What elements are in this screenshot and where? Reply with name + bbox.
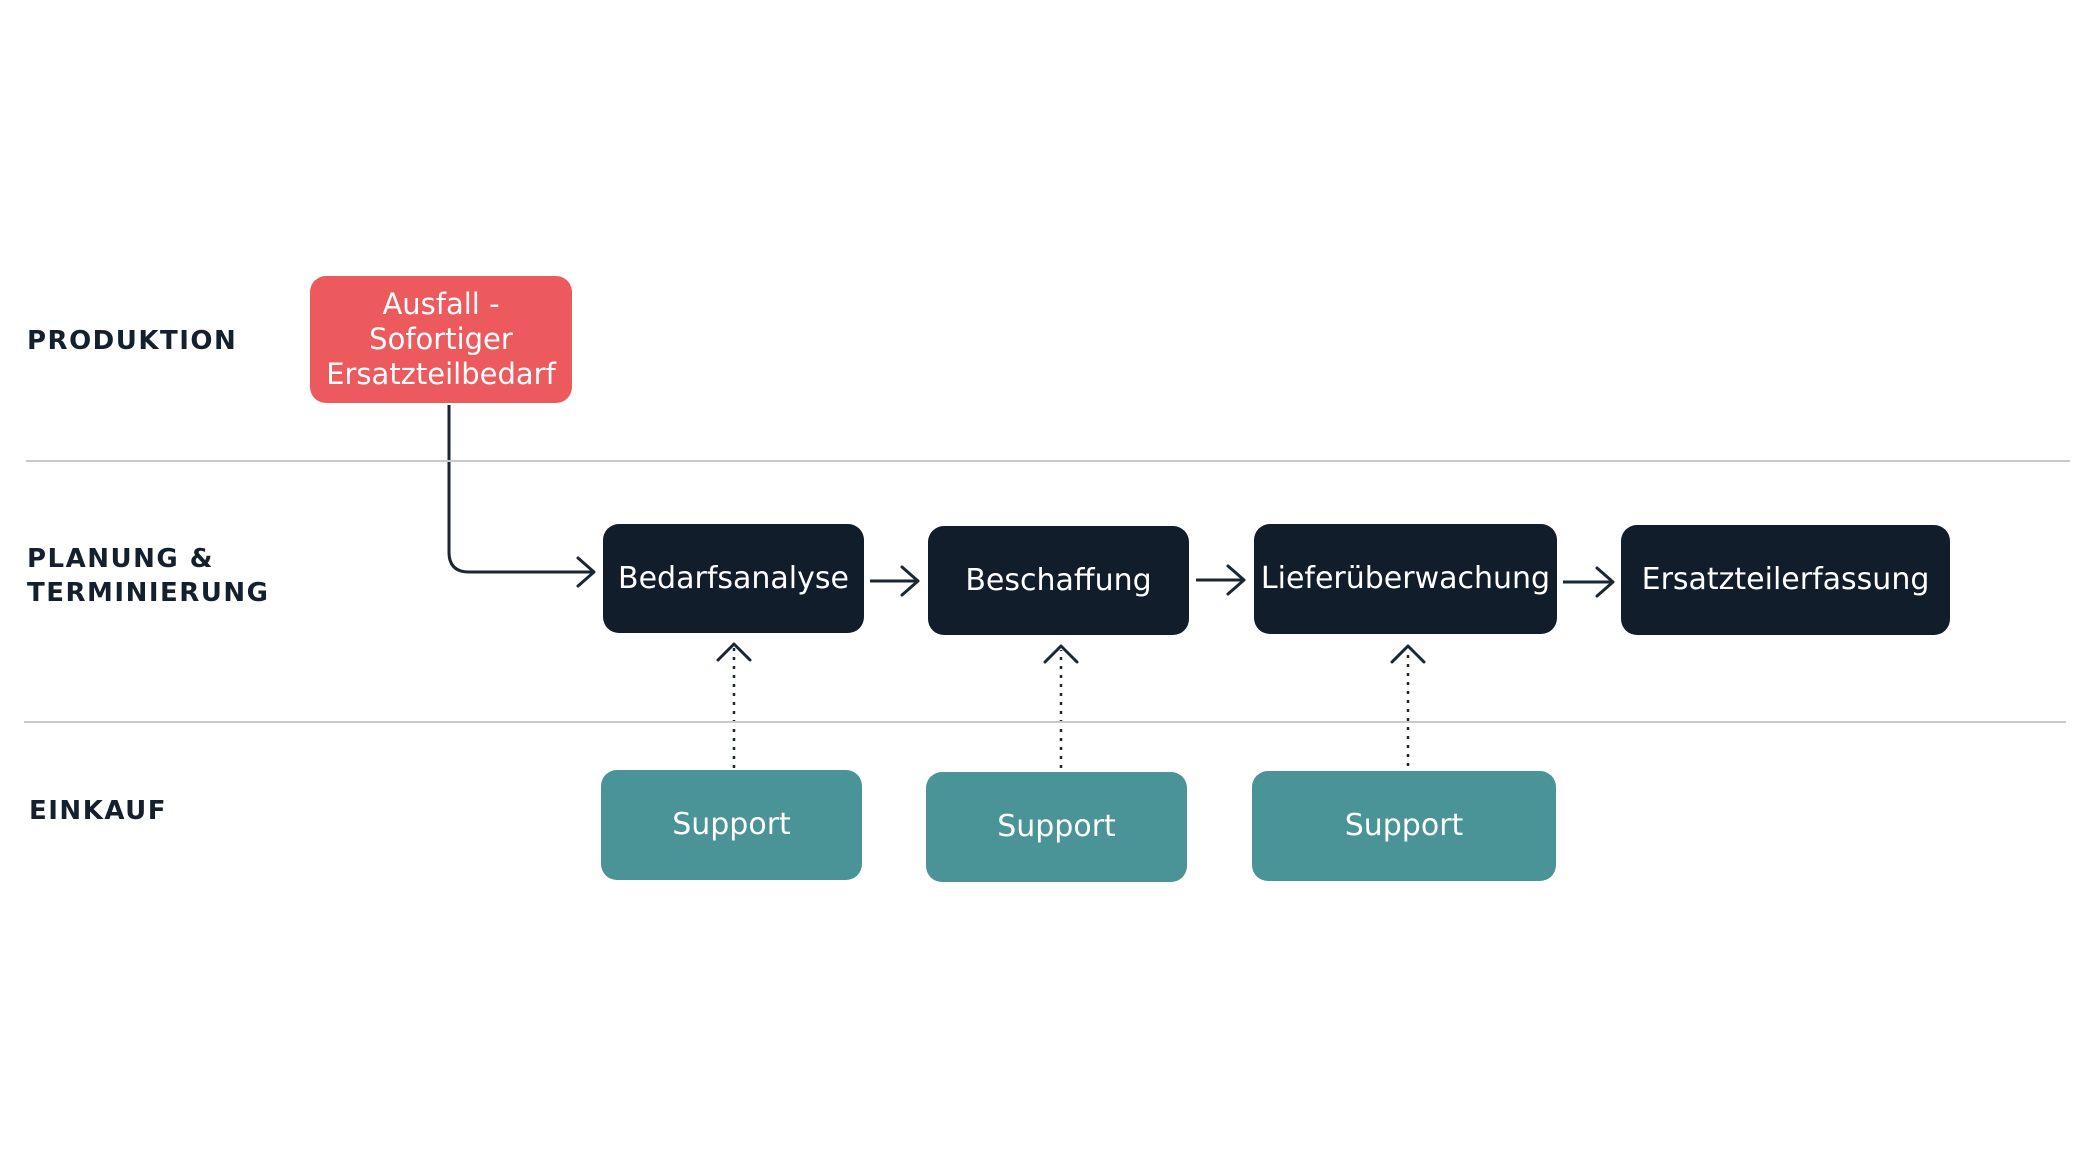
support-step-3: Support [1252, 771, 1556, 881]
lane-label-line2: TERMINIERUNG [27, 578, 270, 608]
lane-label-text: PRODUKTION [27, 326, 238, 356]
lane-divider-1 [26, 460, 2070, 462]
support-step-1: Support [601, 770, 862, 880]
trigger-line1: Ausfall - [382, 287, 500, 321]
process-step-bedarfsanalyse: Bedarfsanalyse [603, 524, 864, 633]
support-step-label: Support [672, 807, 791, 842]
process-step-label: Bedarfsanalyse [618, 560, 849, 596]
support-step-label: Support [997, 809, 1116, 844]
lane-label-line1: PLANUNG & [27, 544, 214, 574]
trigger-node: Ausfall - Sofortiger Ersatzteilbedarf [310, 276, 572, 403]
support-connector-2 [1043, 644, 1079, 768]
support-step-label: Support [1344, 808, 1464, 843]
lane-label-produktion: PRODUKTION [27, 324, 237, 358]
trigger-connector [447, 405, 592, 574]
lane-divider-2 [24, 721, 2066, 723]
process-step-label: Beschaffung [965, 562, 1152, 598]
process-step-ersatzteilerfassung: Ersatzteilerfassung [1621, 525, 1950, 635]
support-connector-3 [1390, 644, 1426, 766]
trigger-line2: Sofortiger [369, 322, 513, 356]
support-step-2: Support [926, 772, 1187, 882]
lane-label-planung: PLANUNG & TERMINIERUNG [27, 542, 270, 610]
trigger-arrowhead [576, 556, 596, 588]
process-step-lieferueberwachung: Lieferüberwachung [1254, 524, 1557, 634]
process-step-label: Ersatzteilerfassung [1641, 562, 1930, 597]
process-step-label: Lieferüberwachung [1260, 561, 1551, 596]
step-arrow-2 [1196, 564, 1246, 596]
trigger-line3: Ersatzteilbedarf [326, 357, 556, 391]
step-arrow-3 [1563, 566, 1615, 598]
lane-label-text: EINKAUF [29, 796, 168, 826]
process-step-beschaffung: Beschaffung [928, 526, 1189, 635]
lane-label-einkauf: EINKAUF [29, 794, 167, 828]
support-connector-1 [716, 642, 752, 768]
step-arrow-1 [870, 565, 920, 597]
